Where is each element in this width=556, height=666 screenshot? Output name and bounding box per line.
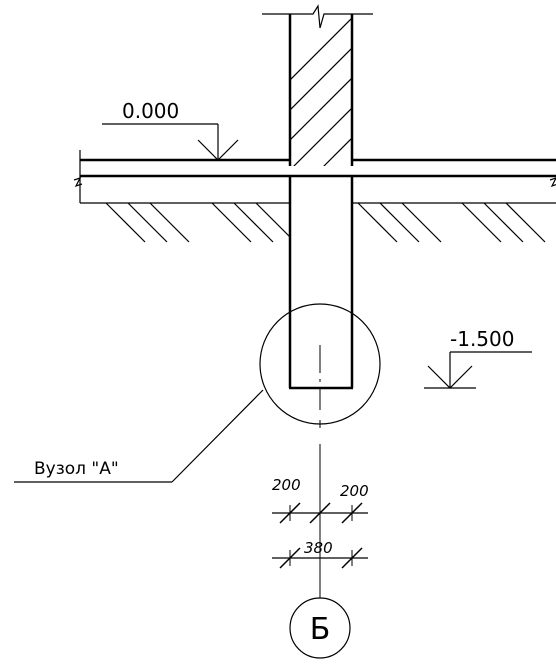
axis-label: Б (310, 612, 331, 647)
ground-hatch (105, 202, 546, 243)
node-callout: Вузол "А" (14, 303, 381, 483)
slab-break-marks (73, 176, 556, 188)
dimension-right-label: 200 (340, 482, 369, 500)
level-mark-bottom: -1.500 (424, 327, 532, 389)
wall-above-ground (288, 14, 354, 166)
dimension-total-label: 380 (304, 539, 333, 557)
dimension-lines (272, 502, 368, 569)
wall-hatch (290, 17, 352, 166)
top-break-line (262, 4, 373, 29)
axis-marker: Б (289, 597, 351, 659)
node-label: Вузол "А" (34, 459, 119, 479)
level-top-label: 0.000 (122, 99, 179, 123)
level-mark-top: 0.000 (102, 99, 239, 161)
node-circle (259, 303, 381, 425)
axis-circle (289, 597, 351, 659)
level-bottom-label: -1.500 (450, 327, 514, 351)
dimension-left-label: 200 (272, 476, 301, 494)
node-leader (14, 389, 264, 483)
floor-slab (79, 150, 556, 204)
foundation-wall (288, 176, 354, 390)
